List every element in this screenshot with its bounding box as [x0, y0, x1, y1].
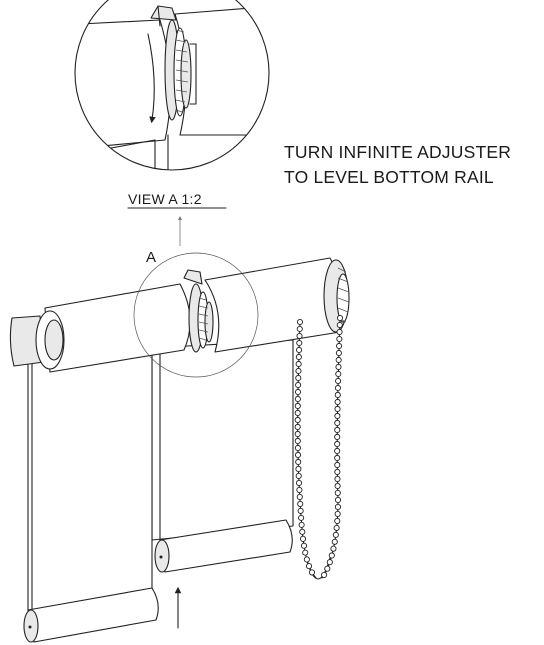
rotation-arrow-icon: [147, 33, 156, 124]
chain-bead: [300, 542, 308, 549]
front-bottom-rail: [27, 587, 159, 643]
chain-bead: [294, 451, 302, 459]
chain-bead: [334, 475, 341, 483]
chain-bead: [330, 545, 337, 552]
chain-bead: [321, 571, 328, 578]
chain-bead: [299, 535, 307, 542]
chain-bead: [295, 353, 302, 361]
chain-bead: [296, 332, 303, 340]
chain-bead: [334, 496, 342, 504]
chain-bead: [298, 521, 305, 528]
callout-label-a: A: [146, 249, 156, 266]
chain-bead: [303, 556, 310, 563]
bead-chain: [294, 314, 344, 580]
chain-bead: [296, 339, 303, 347]
chain-bead: [334, 433, 341, 441]
chain-bead: [326, 559, 333, 566]
chain-bead: [332, 531, 339, 538]
rear-bottom-rail: [159, 519, 293, 573]
chain-bead: [294, 430, 301, 438]
chain-bead: [328, 552, 335, 559]
middle-bracket: [183, 269, 203, 285]
chain-bead: [296, 318, 304, 326]
chain-bead: [334, 447, 341, 455]
chain-bead: [294, 409, 301, 417]
chain-bead: [336, 321, 343, 329]
chain-bead: [334, 503, 341, 511]
chain-bead: [335, 370, 342, 378]
chain-bead: [302, 549, 309, 556]
chain-bead: [336, 328, 343, 336]
chain-bead: [334, 419, 341, 427]
chain-bead: [336, 335, 343, 343]
chain-bead: [297, 507, 304, 514]
detail-view-frame: [74, 0, 270, 171]
chain-bead: [334, 468, 341, 476]
chain-bead: [298, 514, 305, 521]
chain-bead: [335, 377, 342, 385]
chain-bead: [299, 528, 306, 535]
chain-bead: [324, 565, 331, 572]
chain-bead: [294, 402, 301, 410]
chain-bead: [334, 398, 341, 406]
right-roller-tube: [204, 257, 345, 353]
chain-bead: [294, 437, 301, 445]
chain-bead: [294, 388, 302, 396]
chain-bead: [334, 482, 341, 490]
chain-bead: [334, 426, 341, 434]
chain-bead: [295, 479, 303, 486]
chain-bead: [334, 510, 341, 517]
chain-bead: [296, 325, 303, 333]
chain-bead: [295, 374, 302, 382]
instruction-line-1: TURN INFINITE ADJUSTER: [284, 142, 511, 162]
chain-bead: [295, 367, 302, 375]
chain-bead: [335, 356, 342, 364]
front-blind-fabric: [27, 354, 153, 613]
chain-bead: [334, 440, 341, 448]
chain-bead: [334, 517, 341, 524]
chain-bead: [297, 500, 304, 507]
chain-bead: [294, 416, 301, 424]
detail-view-caption: VIEW A 1:2: [128, 191, 202, 207]
chain-bead: [305, 563, 313, 570]
chain-bead: [295, 360, 302, 368]
chain-bead: [334, 412, 341, 420]
chain-bead: [334, 405, 341, 413]
chain-bead: [334, 489, 341, 497]
chain-bead: [331, 538, 338, 545]
chain-bead: [294, 395, 301, 403]
detail-callout-circle: [133, 252, 259, 378]
rear-blind-fabric: [151, 339, 294, 541]
chain-bead: [296, 346, 303, 354]
chain-bead: [295, 465, 302, 473]
chain-bead: [336, 314, 344, 322]
chain-bead: [333, 524, 340, 531]
chain-bead: [294, 423, 301, 431]
chain-bead: [295, 472, 302, 480]
chain-bead: [336, 342, 343, 350]
instruction-line-2: TO LEVEL BOTTOM RAIL: [284, 167, 494, 187]
left-end-bracket: [9, 315, 45, 367]
chain-bead: [335, 363, 342, 371]
chain-bead: [296, 493, 303, 500]
chain-bead: [308, 569, 316, 576]
detail-view-a: [74, 0, 270, 171]
chain-bead: [334, 461, 341, 469]
chain-bead: [334, 454, 341, 462]
chain-bead: [294, 444, 301, 452]
chain-bead: [334, 391, 341, 399]
chain-bead: [334, 384, 341, 392]
chain-bead: [295, 381, 302, 389]
chain-bead: [296, 486, 303, 493]
chain-bead: [335, 349, 342, 357]
blind-assembly: [9, 252, 350, 643]
chain-bead: [295, 458, 302, 466]
